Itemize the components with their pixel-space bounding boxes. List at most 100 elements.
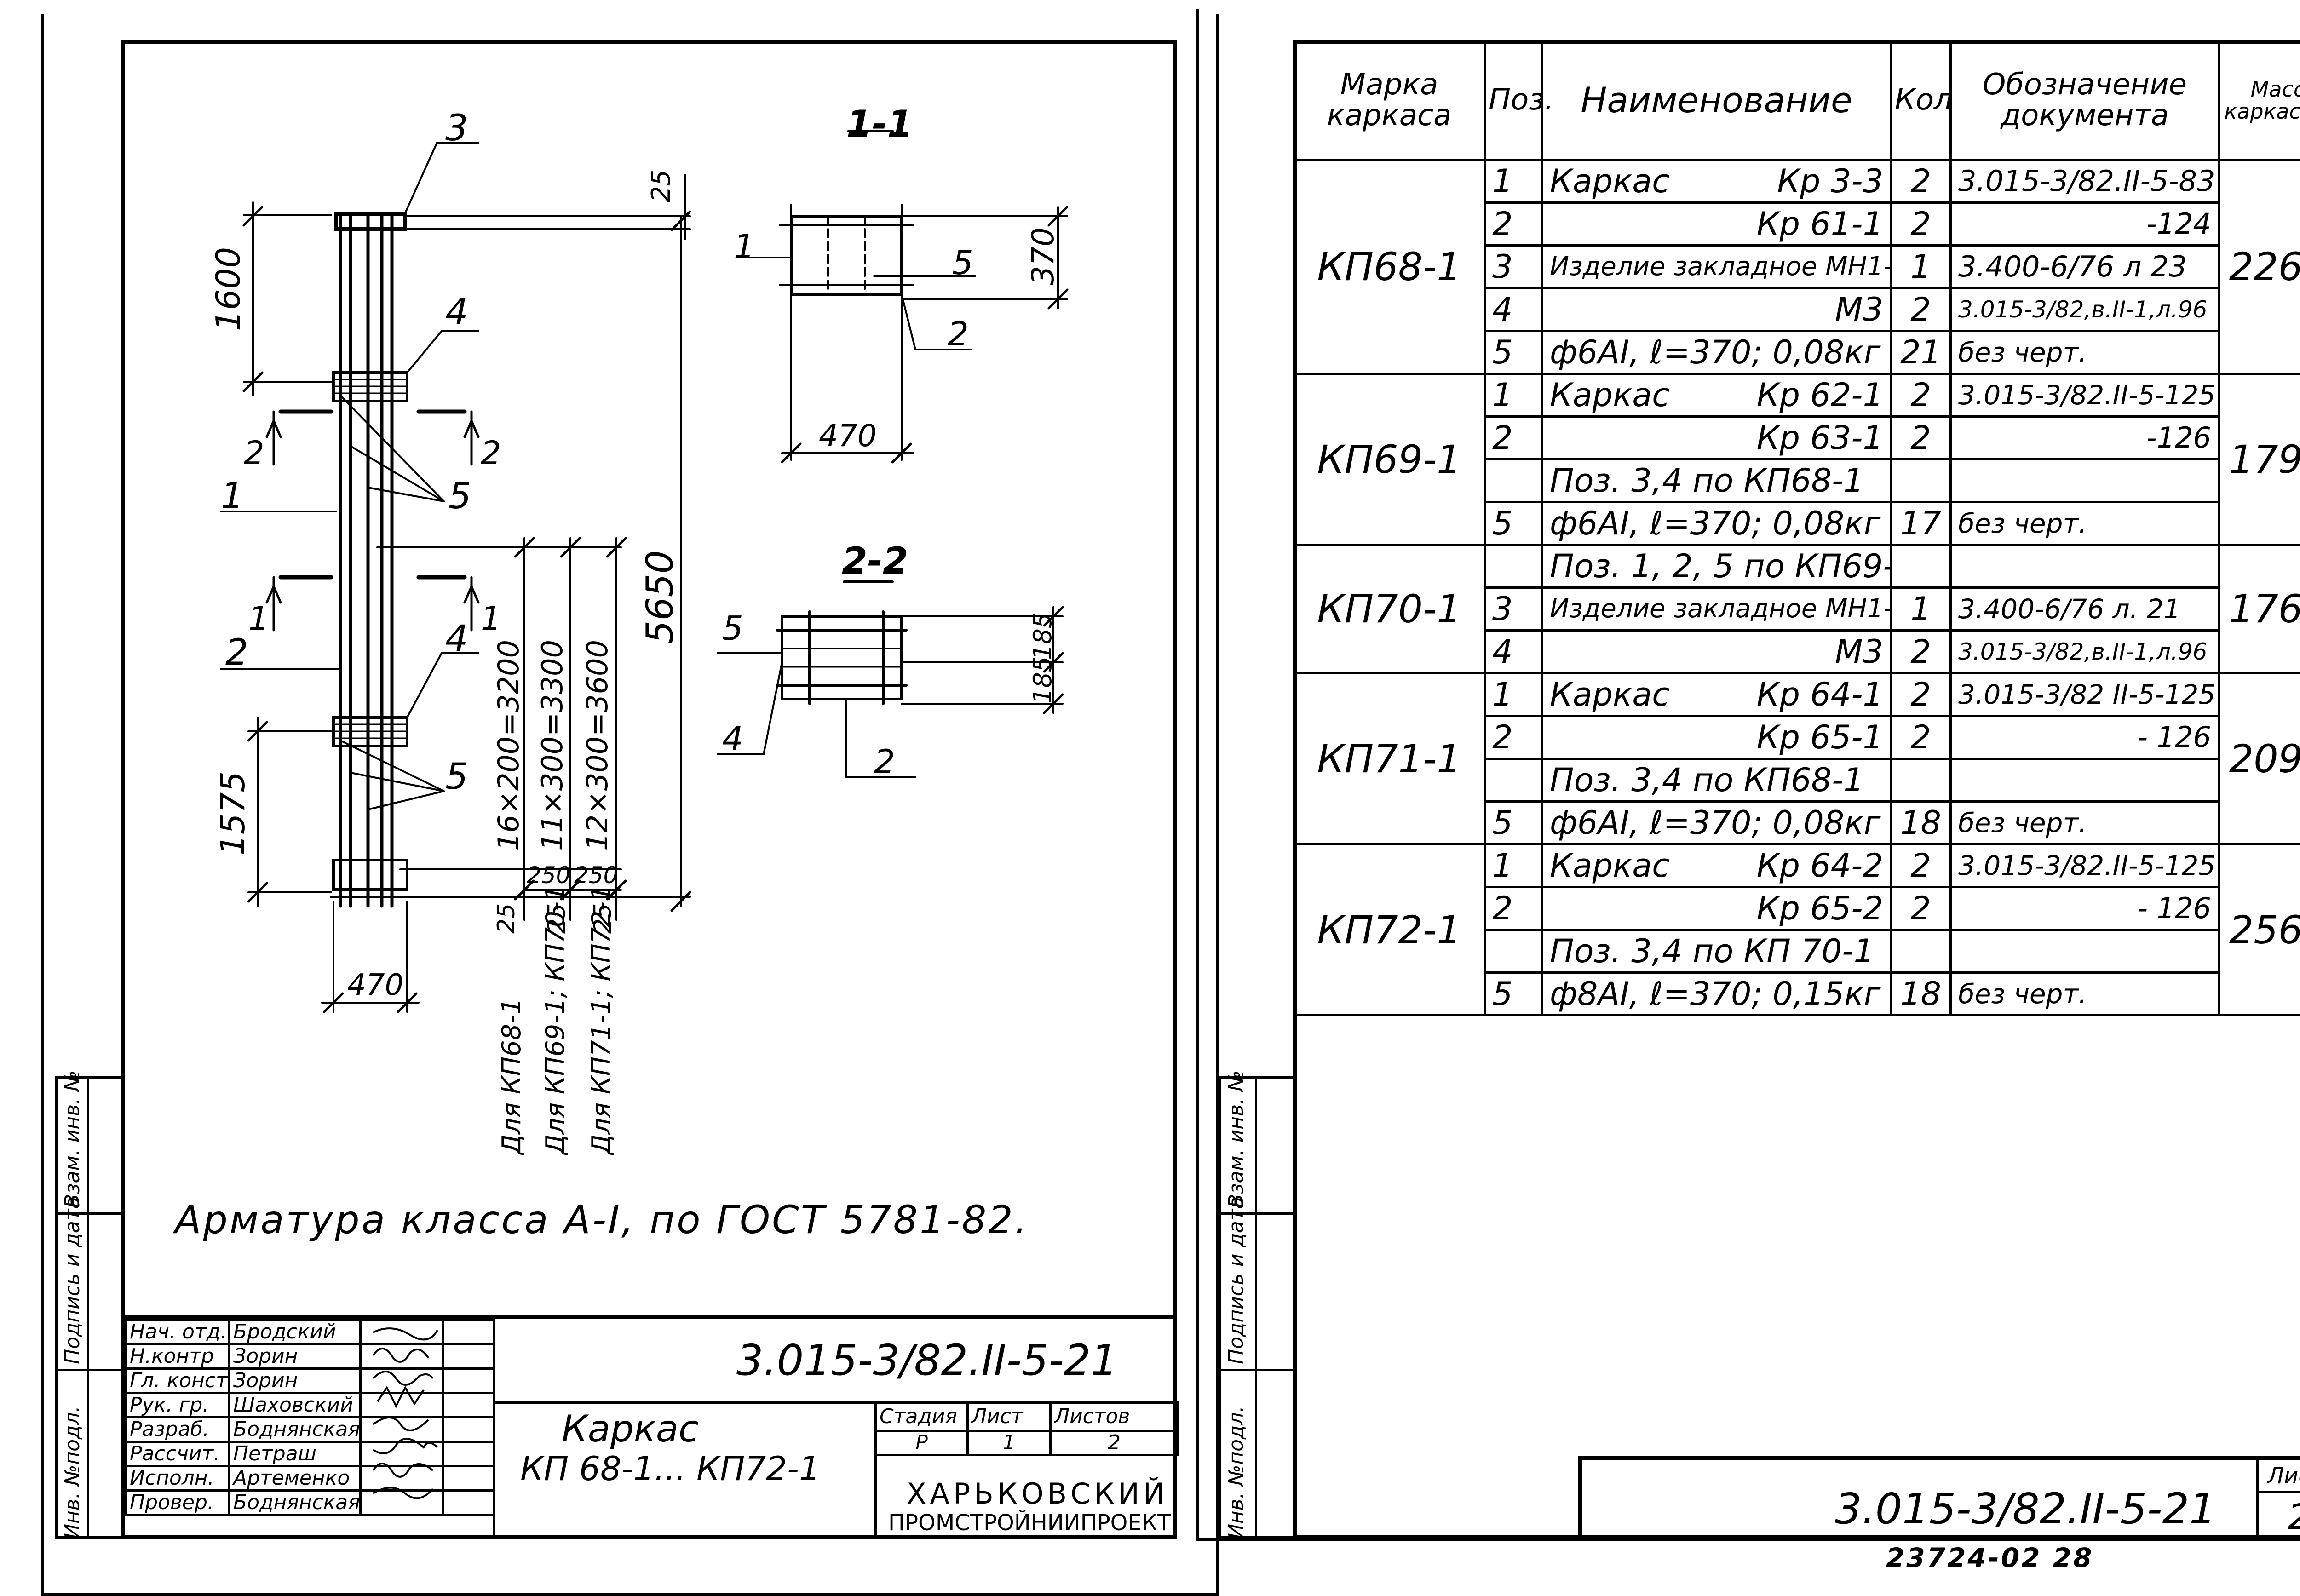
doc-cell: -124 xyxy=(1951,203,2219,246)
qty-cell: 2 xyxy=(1891,673,1951,716)
right-sheet-number: 2 xyxy=(2288,1499,2300,1534)
left-title-line1: Каркас xyxy=(562,1411,699,1447)
qty-cell xyxy=(1891,759,1951,802)
person: Боднянская xyxy=(230,1491,361,1515)
section-2-2-callout-2: 2 xyxy=(874,745,895,778)
name-cell: Кр 61-1 xyxy=(1542,203,1891,246)
section-1-1-dim-370: 370 xyxy=(1028,227,1058,285)
top-plate xyxy=(336,214,405,229)
qty-cell: 2 xyxy=(1891,374,1951,417)
left-title-line2: КП 68-1... КП72-1 xyxy=(520,1452,820,1485)
section-1-1-frame xyxy=(791,216,902,294)
pos-cell xyxy=(1485,545,1542,588)
dim-pitch-2: 11×300=3300 xyxy=(538,640,567,851)
role: Провер. xyxy=(126,1491,230,1515)
right-side-strip: Инв. №подл. Подпись и дата Взам. инв. № xyxy=(1218,1076,1293,1539)
person: Петраш xyxy=(230,1442,361,1466)
side-strip-inv-label: Инв. №подл. xyxy=(63,1406,83,1539)
name-text: Каркас xyxy=(1550,376,1670,414)
date-cell xyxy=(443,1418,494,1442)
pos-cell: 1 xyxy=(1485,673,1542,716)
qty-cell xyxy=(1891,545,1951,588)
person: Зорин xyxy=(230,1344,361,1369)
callout-pos-4-lower: 4 xyxy=(445,621,468,657)
qty-cell: 2 xyxy=(1891,288,1951,331)
doc-cell: 3.015-3/82.II-5-125 xyxy=(1951,844,2219,887)
header-mass: Масса каркаса кг xyxy=(2219,41,2300,160)
role: Рук. гр. xyxy=(126,1393,230,1418)
pos-cell xyxy=(1485,759,1542,802)
for-kp69-kp70-label: Для КП69-1; КП70-1 xyxy=(543,885,569,1154)
doc-cell: без черт. xyxy=(1951,331,2219,374)
dim-250-b: 250 xyxy=(574,864,618,887)
name-text: Поз. 1, 2, 5 по КП69-1 xyxy=(1550,547,1891,585)
qty-cell: 17 xyxy=(1891,502,1951,545)
name-cell: Поз. 3,4 по КП68-1 xyxy=(1542,459,1891,502)
pos-cell: 5 xyxy=(1485,973,1542,1016)
stage-value: Р xyxy=(876,1431,968,1455)
dim-250-a: 250 xyxy=(527,864,570,887)
right-title-block: 3.015-3/82.II-5-21 Лист 2 xyxy=(1578,1456,2300,1539)
name-cell: Поз. 3,4 по КП68-1 xyxy=(1542,759,1891,802)
name-cell: Изделие закладное МН1-36 xyxy=(1542,588,1891,631)
group-mark: КП68-1 xyxy=(1294,160,1485,374)
name-text: Каркас xyxy=(1550,676,1670,713)
right-doc-code: 3.015-3/82.II-5-21 xyxy=(1835,1488,2216,1530)
pos-cell: 1 xyxy=(1485,160,1542,203)
doc-cell: 3.015-3/82.II-5-83 xyxy=(1951,160,2219,203)
date-cell xyxy=(443,1369,494,1393)
dim-pitch-1: 16×200=3200 xyxy=(494,640,523,851)
pos-cell: 5 xyxy=(1485,502,1542,545)
specification-table: Марка каркаса Поз. Наименование Кол Обоз… xyxy=(1293,40,2300,1016)
role: Гл. констр. xyxy=(126,1369,230,1393)
doc-cell: 3.015-3/82 II-5-125 xyxy=(1951,673,2219,716)
right-sheet-label: Лист xyxy=(2267,1465,2300,1487)
dim-1575: 1575 xyxy=(216,771,249,855)
org-name-line1: ХАРЬКОВСКИЙ xyxy=(907,1480,1168,1508)
cut-2-left-label: 2 xyxy=(244,437,264,469)
qty-cell: 2 xyxy=(1891,844,1951,887)
pos-cell: 3 xyxy=(1485,246,1542,288)
name-text: Поз. 3,4 по КП68-1 xyxy=(1550,462,1864,499)
doc-cell xyxy=(1951,930,2219,973)
group-mark: КП71-1 xyxy=(1294,673,1485,844)
right-side-strip-inv-label: Инв. №подл. xyxy=(1226,1406,1247,1539)
group-mass: 209,0 xyxy=(2219,673,2300,844)
dim-470: 470 xyxy=(347,970,403,1000)
table-row: КП70-1 Поз. 1, 2, 5 по КП69-1 176,9 xyxy=(1294,545,2300,588)
name-code: Кр 65-2 xyxy=(1757,892,1883,924)
doc-cell xyxy=(1951,459,2219,502)
footer-number: 23724-02 28 xyxy=(1886,1544,2093,1571)
pos-cell xyxy=(1485,930,1542,973)
name-text: ф6АI, ℓ=370; 0,08кг xyxy=(1550,333,1880,371)
header-mark: Марка каркаса xyxy=(1294,41,1485,160)
name-cell: М3 xyxy=(1542,288,1891,331)
name-cell: ф6АI, ℓ=370; 0,08кг xyxy=(1542,331,1891,374)
name-cell: Поз. 1, 2, 5 по КП69-1 xyxy=(1542,545,1891,588)
person: Зорин xyxy=(230,1369,361,1393)
cut-2-right-label: 2 xyxy=(481,437,501,469)
name-cell: ф6АI, ℓ=370; 0,08кг xyxy=(1542,502,1891,545)
signature-scribbles xyxy=(364,1319,447,1503)
doc-cell: 3.015-3/82.II-5-125 xyxy=(1951,374,2219,417)
name-cell: Поз. 3,4 по КП 70-1 xyxy=(1542,930,1891,973)
sheet-label: Лист xyxy=(968,1403,1051,1431)
pos-cell: 2 xyxy=(1485,417,1542,459)
doc-cell: без черт. xyxy=(1951,502,2219,545)
section-2-2-dim-185-a: 185 xyxy=(1030,613,1055,660)
date-cell xyxy=(443,1393,494,1418)
role: Разраб. xyxy=(126,1418,230,1442)
side-strip-replace-label: Взам. инв. № xyxy=(63,1070,83,1208)
person: Артеменко xyxy=(230,1466,361,1491)
dim-1600: 1600 xyxy=(212,247,245,331)
qty-cell: 2 xyxy=(1891,716,1951,759)
doc-cell: 3.015-3/82,в.II-1,л.96 xyxy=(1951,631,2219,673)
role: Исполн. xyxy=(126,1466,230,1491)
